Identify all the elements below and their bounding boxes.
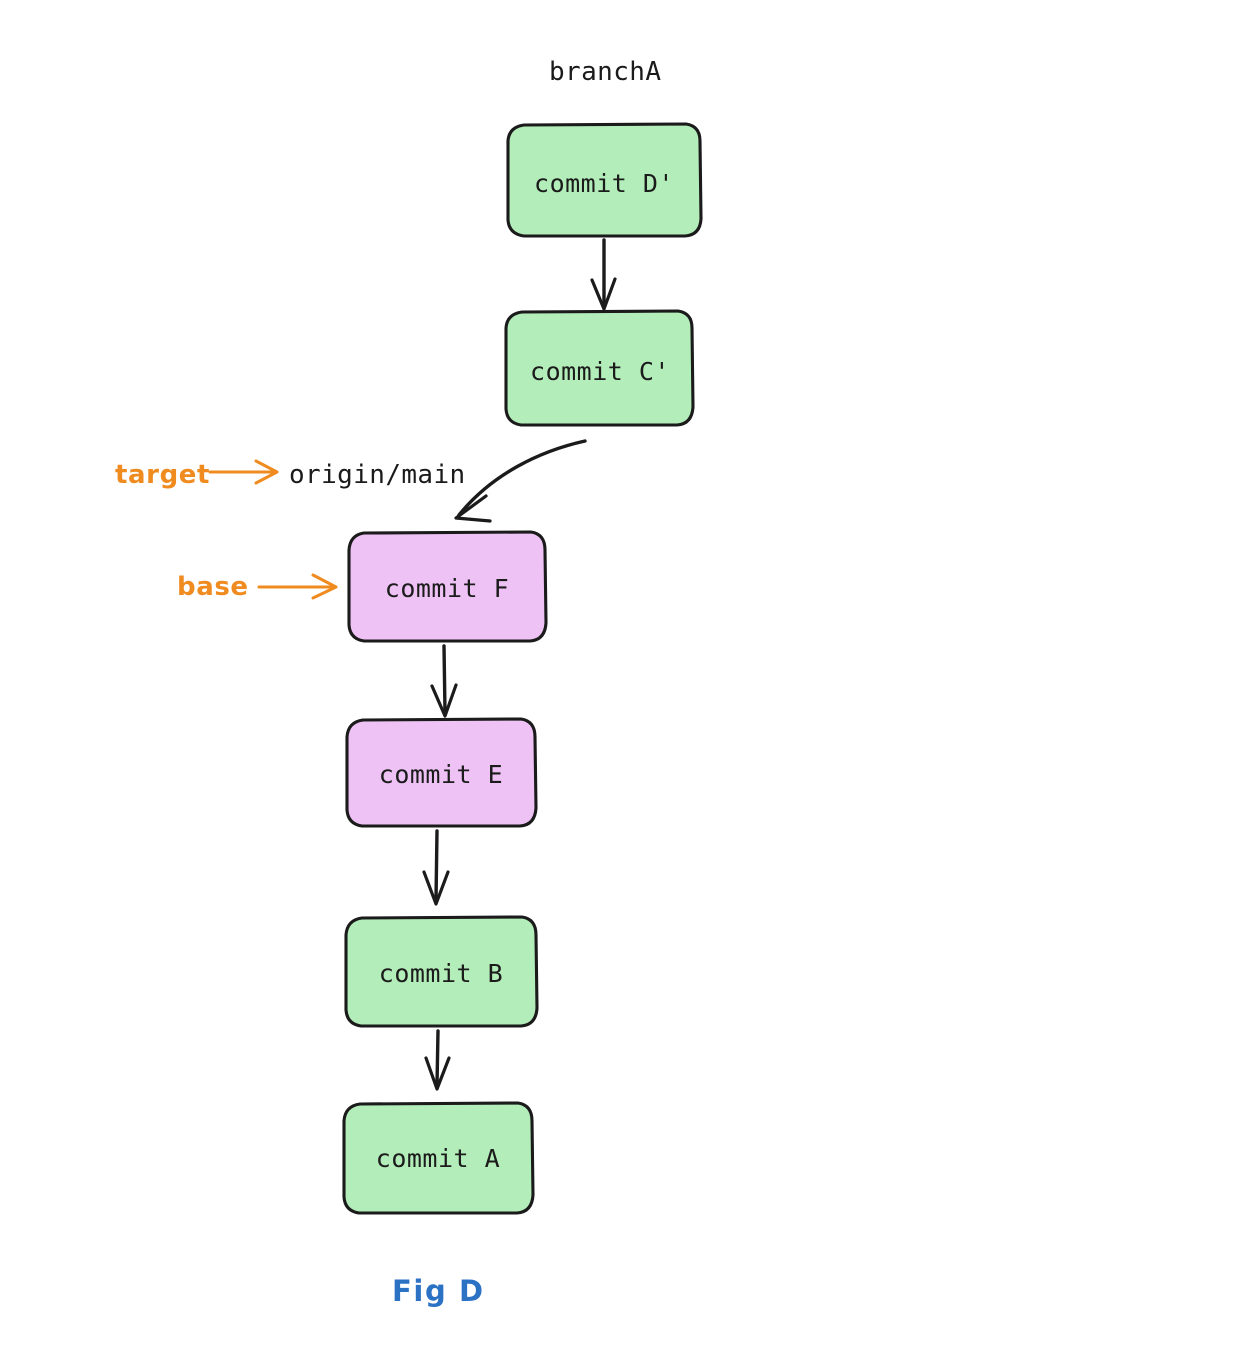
commit-node-fill — [508, 124, 701, 236]
branch-label-branchA: branchA — [549, 57, 661, 87]
commit-node-f[interactable]: commit F — [347, 530, 548, 643]
commit-node-outline — [345, 717, 538, 828]
commit-node-fill — [346, 719, 536, 826]
commit-node-label: commit B — [379, 959, 503, 988]
commit-node-label: commit A — [376, 1144, 500, 1173]
figure-caption: Fig D — [392, 1274, 485, 1308]
annotation-base: base — [177, 572, 338, 602]
commit-node-b[interactable]: commit B — [344, 915, 539, 1028]
commit-node-d-prime[interactable]: commit D' — [506, 122, 703, 238]
annotation-target: target — [115, 459, 279, 490]
annotation-base-label: base — [177, 572, 249, 602]
commit-node-label: commit F — [385, 574, 509, 603]
commit-node-label: commit D' — [534, 169, 674, 198]
edge-d-prime-to-c-prime — [590, 238, 617, 311]
commit-node-fill — [345, 917, 537, 1026]
commit-node-label: commit C' — [530, 357, 670, 386]
annotation-base-arrow — [257, 573, 338, 600]
commit-node-fill — [506, 311, 693, 425]
commit-node-outline — [506, 122, 703, 238]
edge-b-to-a — [424, 1029, 451, 1091]
commit-node-a[interactable]: commit A — [342, 1101, 535, 1215]
annotation-target-arrow — [208, 459, 279, 485]
edge-f-to-e — [430, 644, 458, 718]
ref-label-origin-main: origin/main — [289, 460, 466, 490]
commit-node-outline — [344, 915, 539, 1028]
commit-node-e[interactable]: commit E — [345, 717, 538, 828]
edge-c-prime-to-f — [454, 439, 587, 523]
commit-node-fill — [343, 1103, 533, 1213]
commit-node-outline — [504, 309, 695, 427]
commit-node-outline — [347, 530, 548, 643]
commit-node-c-prime[interactable]: commit C' — [504, 309, 695, 427]
commit-node-label: commit E — [379, 760, 503, 789]
edge-e-to-b — [422, 829, 450, 906]
commit-node-fill — [348, 532, 546, 641]
annotation-target-label: target — [115, 460, 210, 490]
commit-node-outline — [342, 1101, 535, 1215]
